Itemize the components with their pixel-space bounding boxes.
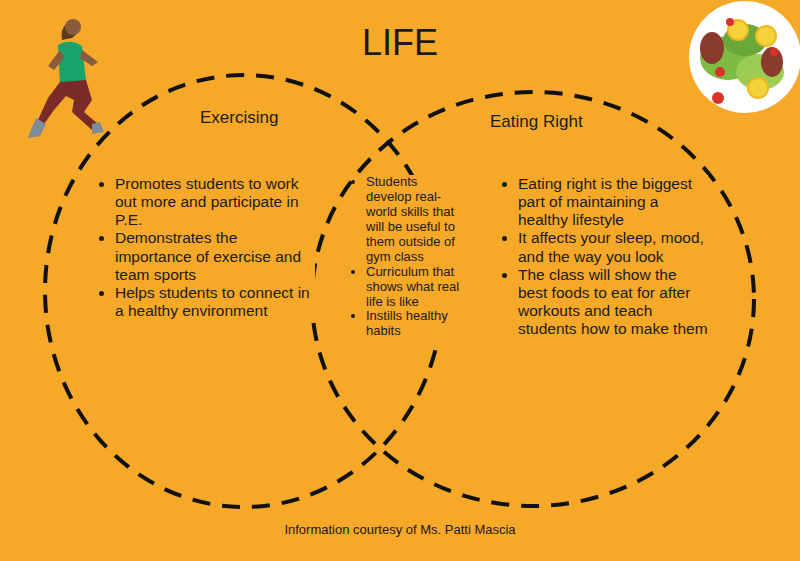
caption: Information courtesy of Ms. Patti Mascia: [0, 522, 800, 537]
bullet-item: It affects your sleep, mood, and the way…: [518, 229, 708, 265]
circle-heading: Exercising: [200, 108, 278, 128]
bullet-list: Promotes students to work out more and p…: [97, 175, 315, 320]
salad-plate: [689, 1, 800, 113]
overlap-list: Students develop real-world skills that …: [350, 175, 462, 339]
bullet-item: Promotes students to work out more and p…: [115, 175, 315, 229]
bullet-item: The class will show the best foods to ea…: [518, 266, 708, 339]
bullet-item: Eating right is the biggest part of main…: [518, 175, 708, 229]
overlap-item: Students develop real-world skills that …: [366, 175, 462, 265]
bullet-item: Helps students to connect in a healthy e…: [115, 284, 315, 320]
overlap-item: Curriculum that shows what real life is …: [366, 265, 462, 310]
overlap-item: Instills healthy habits: [366, 309, 462, 339]
circle-heading: Eating Right: [490, 112, 583, 132]
runner-figure: [28, 19, 104, 138]
bullet-item: Demonstrates the importance of exercise …: [115, 229, 315, 283]
bullet-list: Eating right is the biggest part of main…: [500, 175, 708, 338]
diagram-title: LIFE: [0, 22, 800, 64]
